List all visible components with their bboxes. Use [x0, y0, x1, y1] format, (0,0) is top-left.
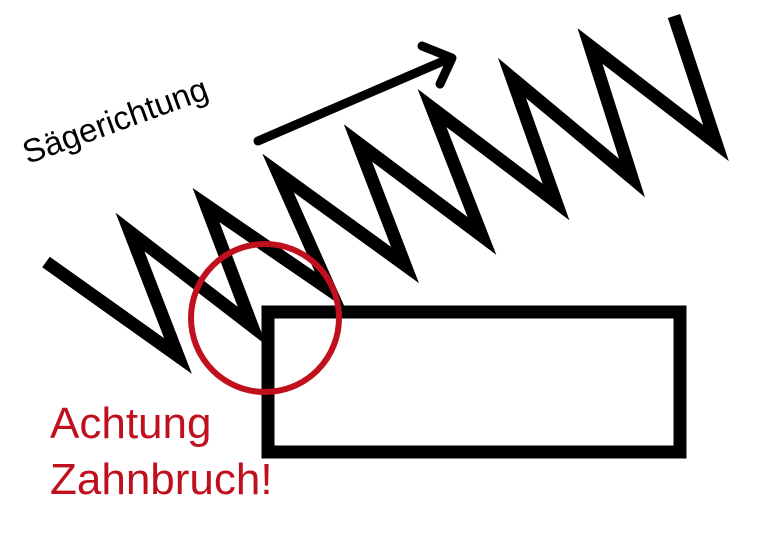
saw-blade-icon — [42, 13, 729, 374]
workpiece-rectangle-icon — [261, 305, 687, 459]
direction-arrow-icon — [253, 41, 457, 146]
warning-line-1: Achtung — [50, 399, 212, 448]
warning-line-2: Zahnbruch! — [50, 455, 273, 504]
highlight-circle-icon — [188, 241, 342, 395]
tooth-breakage-warning: Achtung Zahnbruch! — [50, 396, 273, 508]
